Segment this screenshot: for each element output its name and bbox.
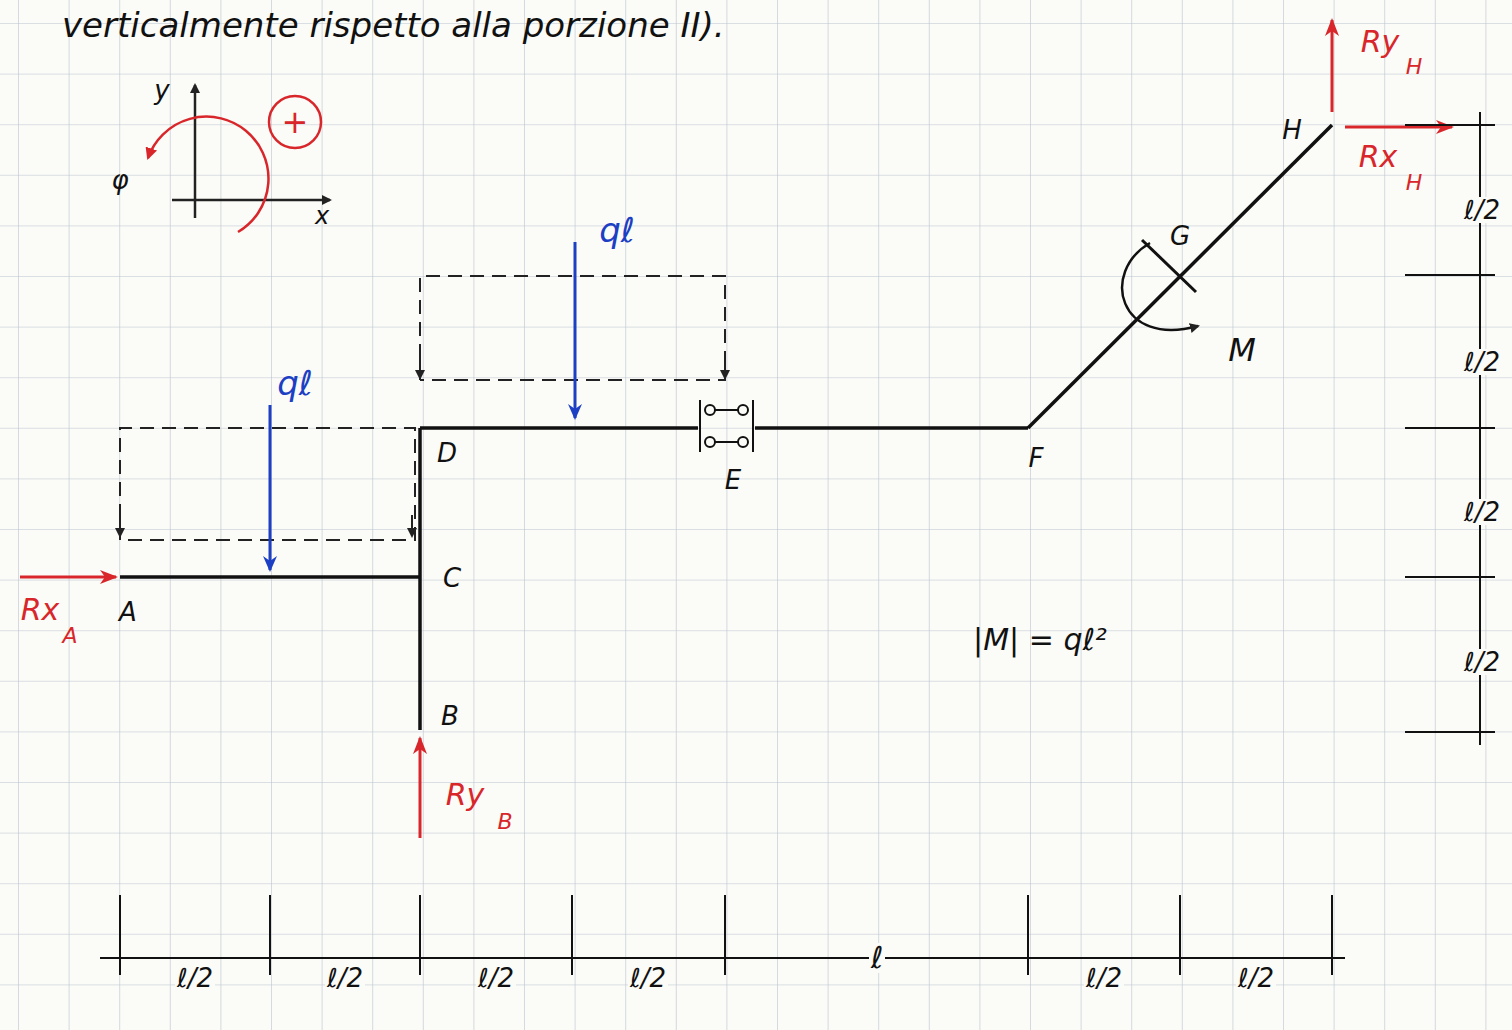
reaction-subscript: A	[62, 625, 77, 647]
dimension-label: ℓ	[869, 943, 885, 973]
dimension-label: ℓ/2	[1462, 349, 1502, 375]
point-label: G	[1170, 223, 1190, 249]
point-label: E	[725, 467, 741, 493]
dimension-lines	[100, 112, 1495, 975]
resultant-arrow	[269, 405, 272, 570]
moment-value: |M| = qℓ²	[973, 625, 1107, 655]
point-label: A	[119, 599, 137, 625]
beams	[120, 125, 1332, 730]
dimension-label: ℓ/2	[476, 965, 516, 991]
reaction-label: Rx	[1359, 142, 1398, 172]
note-text: verticalmente rispetto alla porzione II)…	[62, 8, 725, 42]
point-label: F	[1029, 445, 1044, 471]
dimension-label: ℓ/2	[325, 965, 365, 991]
axes	[148, 85, 330, 232]
point-label: D	[437, 440, 457, 466]
axis-label: x	[315, 204, 329, 228]
reaction-subscript: B	[497, 811, 512, 833]
resultant-arrow	[574, 242, 577, 418]
load-label: qℓ	[277, 366, 313, 400]
load-end-arrows	[120, 358, 725, 536]
reaction-label: Ry	[1361, 27, 1400, 57]
sign-convention: +	[282, 106, 309, 138]
point-label: H	[1282, 117, 1302, 143]
reaction-label: Rx	[21, 595, 60, 625]
dimension-label: ℓ/2	[175, 965, 215, 991]
slider-constraint	[700, 400, 753, 452]
point-label: C	[443, 565, 461, 591]
load-label: qℓ	[599, 213, 635, 247]
dimension-label: ℓ/2	[1462, 499, 1502, 525]
point-label: B	[441, 703, 459, 729]
dimension-label: ℓ/2	[1462, 197, 1502, 223]
reaction-subscript: H	[1406, 172, 1423, 194]
reaction-subscript: H	[1406, 56, 1423, 78]
dimension-label: ℓ/2	[1462, 649, 1502, 675]
dimension-label: ℓ/2	[1236, 965, 1276, 991]
reaction-label: Ry	[446, 780, 485, 810]
axis-label: φ	[111, 167, 128, 193]
distributed-load	[120, 276, 725, 540]
moment-arrow	[1122, 243, 1198, 330]
dimension-label: ℓ/2	[1084, 965, 1124, 991]
dimension-label: ℓ/2	[628, 965, 668, 991]
reaction-arrows	[20, 20, 1452, 838]
moment-label: M	[1228, 334, 1256, 366]
axis-label: y	[154, 77, 169, 103]
